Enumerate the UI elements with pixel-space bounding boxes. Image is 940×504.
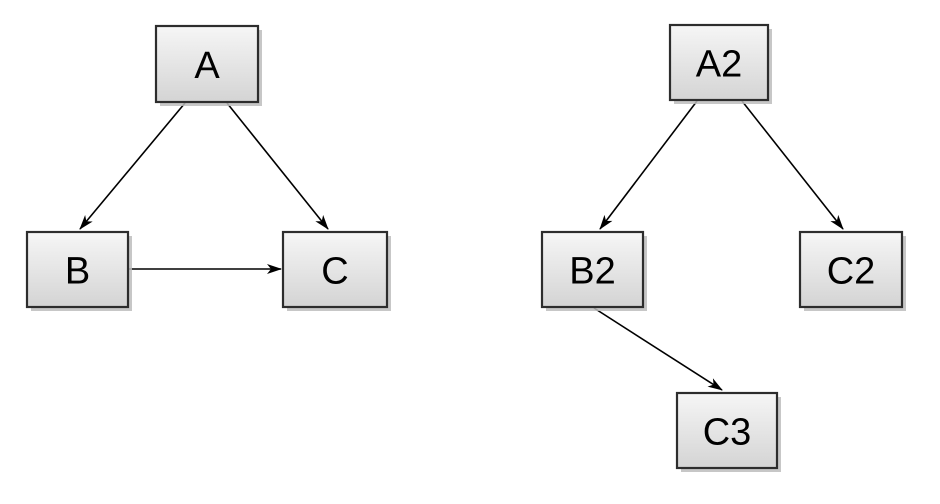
left-graph-edges [79,102,329,274]
node-box-C[interactable] [281,230,389,309]
left-graph: A B C [25,24,391,311]
node-box-B[interactable] [25,230,130,309]
node-A[interactable]: A [154,24,262,106]
node-C3[interactable]: C3 [675,391,781,472]
node-C2[interactable]: C2 [798,230,906,311]
node-box-B2[interactable] [540,230,645,309]
edge-B2-C3[interactable] [593,307,723,391]
right-graph-edges [593,100,844,391]
node-box-A[interactable] [154,24,260,104]
node-A2[interactable]: A2 [668,23,772,104]
node-box-C3[interactable] [675,391,779,470]
node-B[interactable]: B [25,230,132,311]
node-B2[interactable]: B2 [540,230,647,311]
edge-A-C[interactable] [226,102,329,230]
edges-layer [79,100,844,391]
node-box-C2[interactable] [798,230,904,309]
edge-A2-C2[interactable] [741,100,844,230]
edge-A-B[interactable] [79,102,186,230]
edge-A2-B2[interactable] [599,100,698,230]
node-C[interactable]: C [281,230,391,311]
node-box-A2[interactable] [668,23,770,102]
